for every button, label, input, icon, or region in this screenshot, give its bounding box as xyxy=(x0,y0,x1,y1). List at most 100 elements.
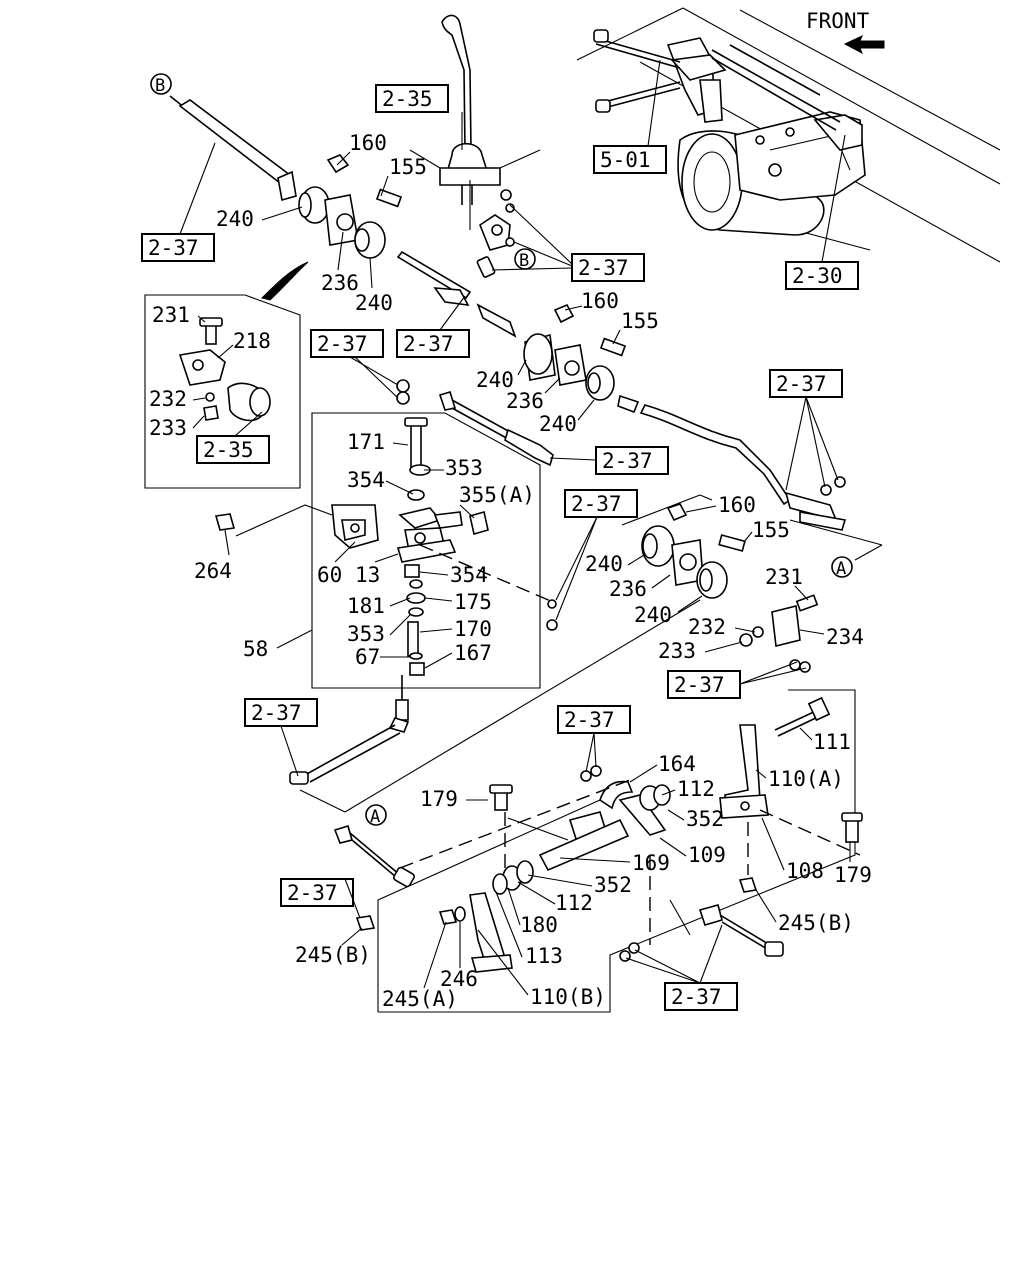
ref-2-37-k: 2-37 xyxy=(280,878,354,907)
assembly-box xyxy=(214,379,558,721)
label-240: 240 xyxy=(476,368,514,392)
label-264: 264 xyxy=(194,559,232,583)
label-245b: 245(B) xyxy=(295,943,371,967)
marker-a-lower: A xyxy=(365,804,387,827)
label-231: 231 xyxy=(152,303,190,327)
label-175: 175 xyxy=(454,590,492,614)
label-160: 160 xyxy=(581,289,619,313)
part-leaders xyxy=(192,151,851,996)
label-113: 113 xyxy=(525,944,563,968)
svg-text:B: B xyxy=(155,76,165,96)
ref-2-30: 2-30 xyxy=(785,261,859,290)
label-160: 160 xyxy=(349,131,387,155)
label-170: 170 xyxy=(454,617,492,641)
label-245b: 245(B) xyxy=(778,911,854,935)
reference-boxes: 2-35 5-01 2-30 2-37 2-37 2-37 2-37 2-35 xyxy=(141,84,859,1011)
svg-text:2-37: 2-37 xyxy=(564,708,615,732)
svg-text:2-37: 2-37 xyxy=(776,372,827,396)
grommet-right xyxy=(621,494,819,673)
ref-2-37-b: 2-37 xyxy=(571,253,645,282)
label-110b: 110(B) xyxy=(530,985,606,1009)
label-353: 353 xyxy=(347,622,385,646)
svg-text:A: A xyxy=(836,559,846,579)
label-236: 236 xyxy=(321,271,359,295)
cable-middle xyxy=(523,303,792,506)
label-155: 155 xyxy=(752,518,790,542)
label-155: 155 xyxy=(389,155,427,179)
label-240: 240 xyxy=(585,552,623,576)
label-232: 232 xyxy=(149,387,187,411)
lower-bracket-assembly xyxy=(333,689,863,1013)
rod-right-upper xyxy=(784,476,883,561)
svg-text:5-01: 5-01 xyxy=(600,148,651,172)
label-109: 109 xyxy=(688,843,726,867)
label-240: 240 xyxy=(539,412,577,436)
label-179: 179 xyxy=(834,863,872,887)
ref-2-37-c: 2-37 xyxy=(310,329,384,358)
svg-text:2-37: 2-37 xyxy=(287,881,338,905)
label-352: 352 xyxy=(594,873,632,897)
svg-text:2-35: 2-35 xyxy=(203,438,254,462)
label-236: 236 xyxy=(506,389,544,413)
circle-markers: B B A A xyxy=(150,73,853,827)
svg-text:2-37: 2-37 xyxy=(403,332,454,356)
reference-leaders xyxy=(179,59,846,984)
label-112: 112 xyxy=(677,777,715,801)
label-169: 169 xyxy=(632,851,670,875)
svg-text:B: B xyxy=(519,251,529,271)
label-167: 167 xyxy=(454,641,492,665)
label-353: 353 xyxy=(445,456,483,480)
ref-5-01: 5-01 xyxy=(593,145,667,174)
ref-2-37-e: 2-37 xyxy=(769,369,843,398)
ref-2-37-i: 2-37 xyxy=(244,698,318,727)
part-labels: 160 155 240 236 240 160 155 240 236 240 … xyxy=(149,131,872,1011)
ref-2-37-h: 2-37 xyxy=(667,670,741,699)
svg-text:2-37: 2-37 xyxy=(251,701,302,725)
ref-2-37-f: 2-37 xyxy=(595,446,669,475)
label-354: 354 xyxy=(450,563,488,587)
svg-text:2-37: 2-37 xyxy=(671,985,722,1009)
label-246: 246 xyxy=(440,967,478,991)
label-232: 232 xyxy=(688,615,726,639)
ref-2-37-g: 2-37 xyxy=(564,489,638,518)
svg-text:2-35: 2-35 xyxy=(382,87,433,111)
label-240: 240 xyxy=(216,207,254,231)
marker-b-top: B xyxy=(150,73,172,96)
svg-text:2-37: 2-37 xyxy=(674,673,725,697)
label-218: 218 xyxy=(233,329,271,353)
label-155: 155 xyxy=(621,309,659,333)
label-179: 179 xyxy=(420,787,458,811)
label-110a: 110(A) xyxy=(768,767,844,791)
svg-text:2-37: 2-37 xyxy=(148,236,199,260)
label-354: 354 xyxy=(347,468,385,492)
label-112: 112 xyxy=(555,891,593,915)
label-181: 181 xyxy=(347,594,385,618)
front-indicator: FRONT xyxy=(806,9,885,55)
ref-2-37-l: 2-37 xyxy=(664,982,738,1011)
label-160: 160 xyxy=(718,493,756,517)
label-245a: 245(A) xyxy=(382,987,458,1011)
label-233: 233 xyxy=(658,639,696,663)
label-60: 60 xyxy=(317,563,342,587)
front-label: FRONT xyxy=(806,9,870,33)
ref-2-37-a: 2-37 xyxy=(141,233,215,262)
label-231: 231 xyxy=(765,565,803,589)
label-236: 236 xyxy=(609,577,647,601)
label-13: 13 xyxy=(355,563,380,587)
svg-text:2-37: 2-37 xyxy=(578,256,629,280)
svg-text:2-37: 2-37 xyxy=(602,449,653,473)
svg-text:A: A xyxy=(370,807,380,827)
front-arrow-icon xyxy=(843,35,885,55)
svg-text:2-37: 2-37 xyxy=(571,492,622,516)
label-111: 111 xyxy=(813,730,851,754)
label-180: 180 xyxy=(520,913,558,937)
cable-upper-left xyxy=(169,95,517,338)
marker-a-right: A xyxy=(831,556,853,579)
shift-lever xyxy=(409,14,541,278)
label-108: 108 xyxy=(786,859,824,883)
label-233: 233 xyxy=(149,416,187,440)
label-352: 352 xyxy=(686,807,724,831)
svg-text:2-30: 2-30 xyxy=(792,264,843,288)
ref-2-37-j: 2-37 xyxy=(557,705,631,734)
